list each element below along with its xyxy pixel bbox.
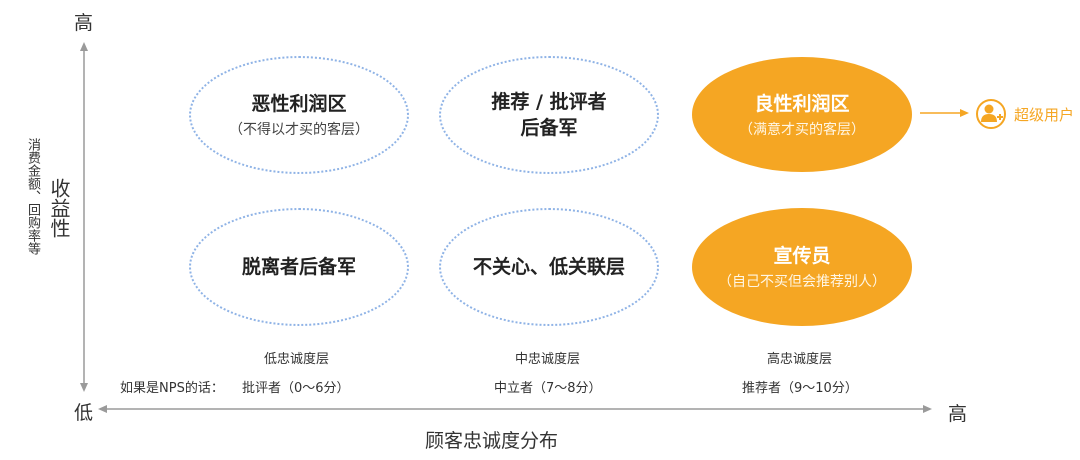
cell-subtitle: （不得以才买的客层） bbox=[229, 122, 369, 138]
cell-title: 恶性利润区 bbox=[251, 93, 347, 115]
x-axis-high-label: 高 bbox=[948, 403, 968, 425]
super-user-label: 超级用户 bbox=[1014, 106, 1075, 124]
cell-benign-profit-zone: 良性利润区 （满意才买的客层） bbox=[692, 57, 912, 172]
nps-label-promoter: 推荐者（9～10分） bbox=[742, 381, 858, 396]
x-axis-title: 顾客忠诚度分布 bbox=[425, 430, 559, 452]
y-axis-high-label: 高 bbox=[74, 12, 94, 34]
nps-prefix: 如果是NPS的话： bbox=[120, 381, 224, 396]
cell-evangelist: 宣传员 （自己不买但会推荐别人） bbox=[692, 208, 912, 326]
cell-defector-reserve: 脱离者后备军 bbox=[189, 208, 409, 326]
tier-label-low: 低忠诚度层 bbox=[264, 352, 330, 367]
nps-label-passive: 中立者（7～8分） bbox=[494, 381, 602, 396]
cell-subtitle: （满意才买的客层） bbox=[739, 121, 865, 138]
cell-title: 脱离者后备军 bbox=[241, 256, 356, 278]
tier-label-mid: 中忠诚度层 bbox=[515, 352, 581, 367]
y-axis-low-label: 低 bbox=[74, 402, 94, 424]
cell-title: 良性利润区 bbox=[754, 92, 850, 115]
y-axis-subtitle: 消费金额、回购率等 bbox=[25, 138, 40, 255]
cell-title: 宣传员 bbox=[773, 245, 831, 267]
y-axis-title: 收益性 bbox=[47, 178, 71, 238]
cell-title: 不关心、低关联层 bbox=[472, 256, 625, 278]
nps-label-detractor: 批评者（0～6分） bbox=[242, 381, 350, 396]
cell-indifferent-layer: 不关心、低关联层 bbox=[439, 208, 659, 326]
cell-title: 推荐 / 批评者 后备军 bbox=[491, 91, 607, 139]
cell-subtitle: （自己不买但会推荐别人） bbox=[718, 274, 886, 290]
add-user-icon bbox=[976, 99, 1006, 129]
cell-malignant-profit-zone: 恶性利润区 （不得以才买的客层） bbox=[189, 56, 409, 174]
cell-promoter-critic-reserve: 推荐 / 批评者 后备军 bbox=[439, 56, 659, 174]
tier-label-high: 高忠诚度层 bbox=[767, 352, 833, 367]
